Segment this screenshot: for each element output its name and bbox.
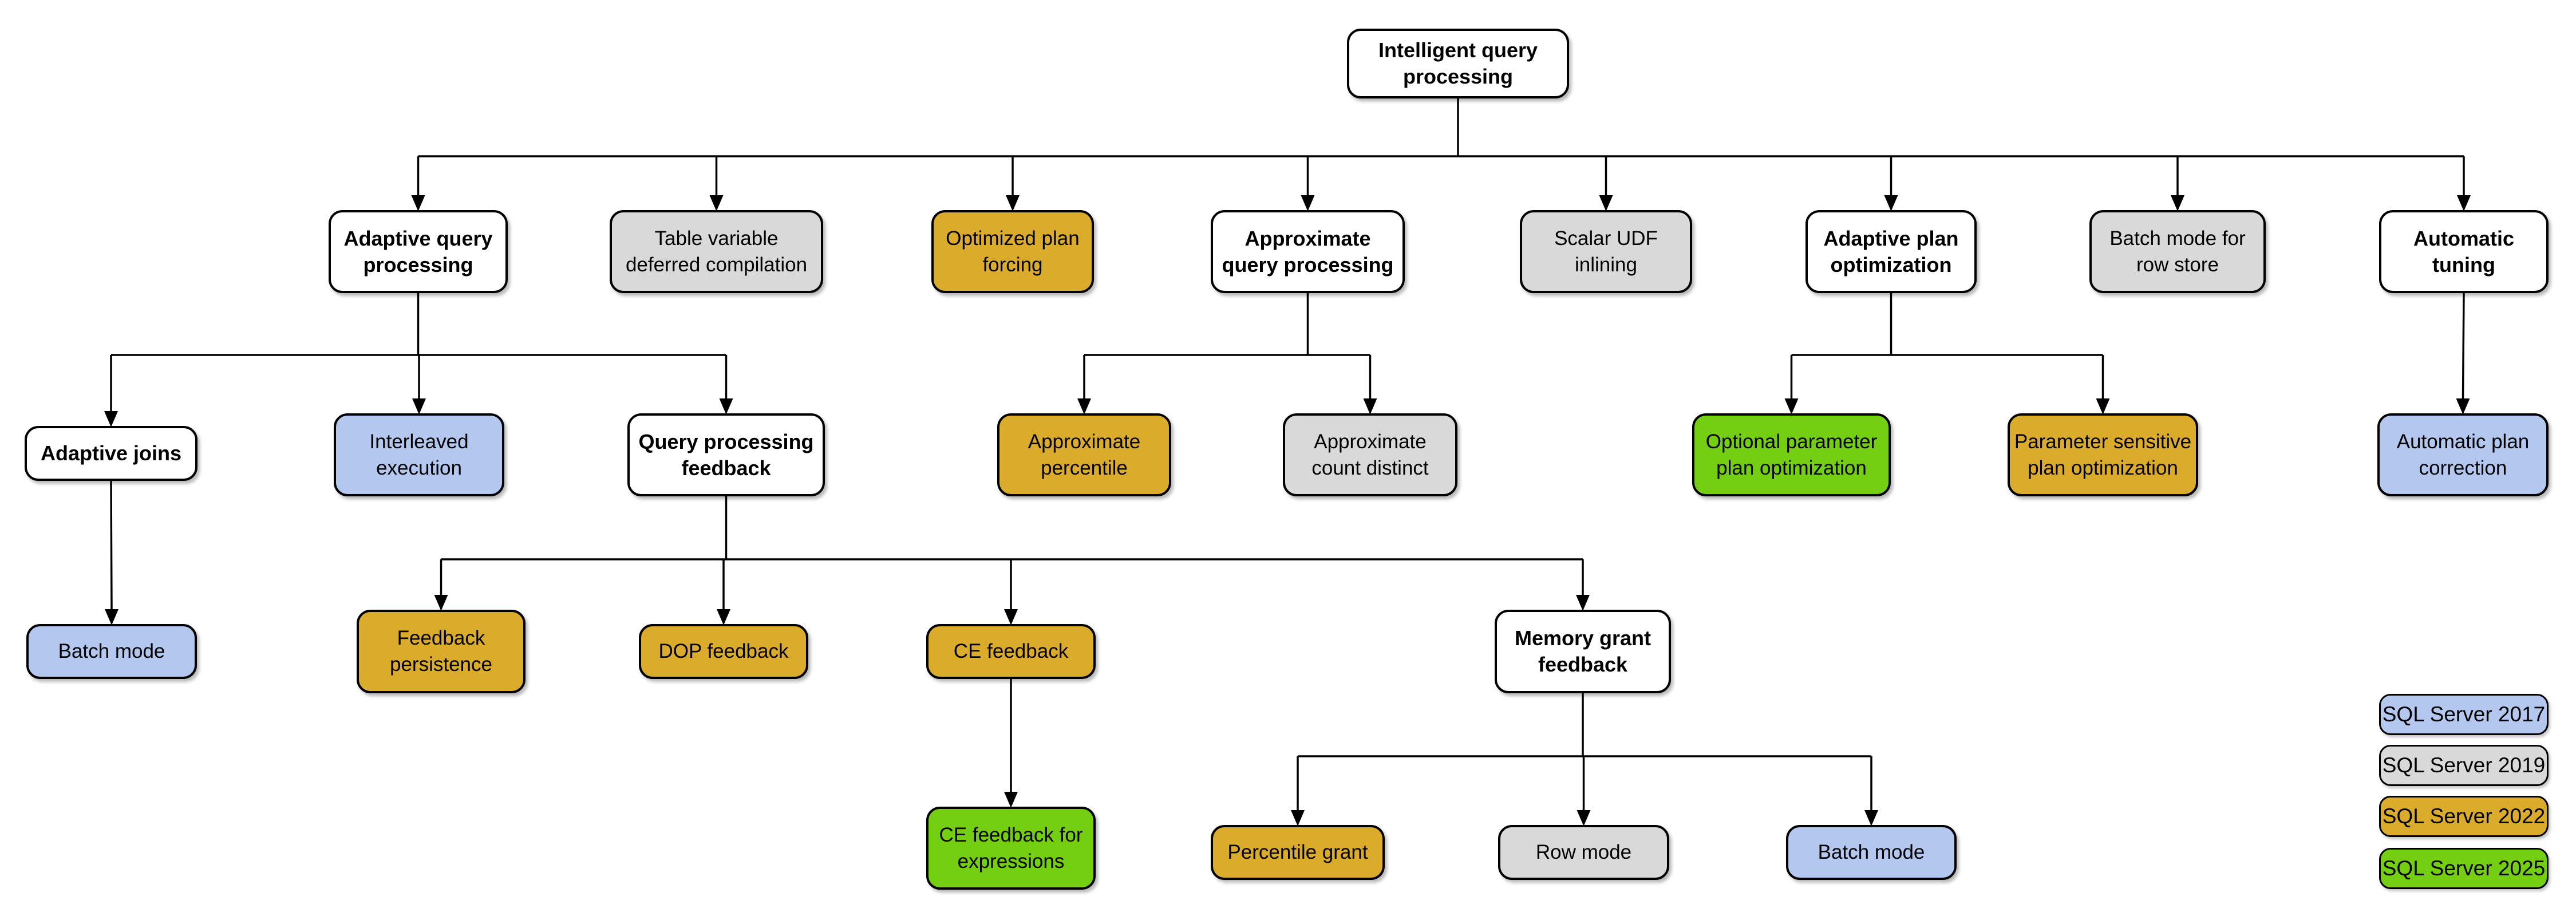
- legend-label: SQL Server 2019: [2382, 753, 2546, 777]
- node-feedback-persistence: Feedback persistence: [357, 610, 526, 693]
- node-scalar-udf-inlining: Scalar UDF inlining: [1520, 210, 1692, 293]
- arrowhead-icon: [1004, 609, 1018, 625]
- node-ce-feedback: CE feedback: [926, 624, 1096, 679]
- node-label: Adaptive query processing: [343, 226, 493, 277]
- node-query-processing-feedback: Query processing feedback: [627, 413, 825, 496]
- legend-label: SQL Server 2017: [2382, 702, 2546, 726]
- connector-line: [2462, 293, 2465, 400]
- arrowhead-icon: [411, 195, 425, 211]
- arrowhead-icon: [719, 398, 733, 414]
- node-parameter-sensitive-plan-optimization: Parameter sensitive plan optimization: [2008, 413, 2198, 496]
- node-label: Adaptive plan optimization: [1823, 226, 1959, 277]
- edge-adaptive-plan-optimization: [1784, 293, 2110, 414]
- node-label: Approximate percentile: [1028, 430, 1141, 479]
- arrowhead-icon: [1884, 195, 1898, 211]
- arrowhead-icon: [434, 595, 448, 611]
- arrowhead-icon: [1784, 398, 1799, 414]
- node-label: Memory grant feedback: [1514, 626, 1652, 676]
- node-memory-grant-feedback: Memory grant feedback: [1495, 610, 1671, 693]
- arrowhead-icon: [1004, 792, 1018, 808]
- node-label: Automatic tuning: [2413, 226, 2514, 277]
- node-label: Row mode: [1535, 841, 1632, 863]
- legend-label: SQL Server 2025: [2382, 856, 2546, 880]
- node-label: DOP feedback: [658, 640, 789, 662]
- arrowhead-icon: [1576, 595, 1590, 611]
- node-optional-parameter-plan-optimization: Optional parameter plan optimization: [1692, 413, 1891, 496]
- node-intelligent-query-processing: Intelligent query processing: [1347, 29, 1569, 98]
- legend-label: SQL Server 2022: [2382, 804, 2546, 828]
- node-label: Optional parameter plan optimization: [1705, 430, 1878, 479]
- node-label: Interleaved execution: [369, 430, 469, 479]
- node-optimized-plan-forcing: Optimized plan forcing: [931, 210, 1094, 293]
- edge-ce-feedback: [1004, 679, 1018, 808]
- edge-intelligent-query-processing: [411, 98, 2471, 211]
- node-adaptive-joins: Adaptive joins: [25, 426, 197, 481]
- node-label: Table variable deferred compilation: [625, 227, 808, 276]
- connector-line: [110, 480, 113, 611]
- node-automatic-tuning: Automatic tuning: [2379, 210, 2549, 293]
- arrowhead-icon: [2456, 398, 2470, 414]
- node-automatic-plan-correction: Automatic plan correction: [2377, 413, 2549, 496]
- node-label: Batch mode: [58, 640, 165, 662]
- arrowhead-icon: [1363, 398, 1377, 414]
- node-interleaved-execution: Interleaved execution: [334, 413, 504, 496]
- node-adaptive-plan-optimization: Adaptive plan optimization: [1805, 210, 1977, 293]
- node-approximate-count-distinct: Approximate count distinct: [1283, 413, 1457, 496]
- node-batch-mode-adaptive-joins: Batch mode: [26, 624, 197, 679]
- edge-adaptive-query-processing: [104, 293, 733, 427]
- node-label: Query processing feedback: [638, 429, 814, 480]
- node-ce-feedback-for-expressions: CE feedback for expressions: [926, 807, 1096, 890]
- node-label: Automatic plan correction: [2396, 430, 2530, 479]
- arrowhead-icon: [709, 195, 724, 211]
- legend-item-sql-server-2017: SQL Server 2017: [2379, 694, 2549, 735]
- arrowhead-icon: [412, 398, 426, 414]
- arrowhead-icon: [1291, 810, 1305, 826]
- edge-approximate-query-processing: [1077, 293, 1377, 414]
- node-label: Approximate query processing: [1222, 226, 1394, 277]
- arrowhead-icon: [2096, 398, 2110, 414]
- node-label: Batch mode: [1818, 841, 1925, 863]
- node-label: Percentile grant: [1227, 841, 1368, 863]
- node-percentile-grant: Percentile grant: [1211, 825, 1385, 880]
- node-label: Batch mode for row store: [2109, 227, 2246, 276]
- arrowhead-icon: [2171, 195, 2184, 211]
- edge-adaptive-joins: [105, 480, 118, 625]
- arrowhead-icon: [2457, 195, 2471, 211]
- node-row-mode: Row mode: [1498, 825, 1669, 880]
- node-label: Scalar UDF inlining: [1554, 227, 1658, 276]
- arrowhead-icon: [1006, 195, 1020, 211]
- node-label: CE feedback for expressions: [939, 823, 1083, 872]
- node-batch-mode-for-row-store: Batch mode for row store: [2089, 210, 2266, 293]
- arrowhead-icon: [104, 411, 118, 427]
- node-approximate-percentile: Approximate percentile: [997, 413, 1171, 496]
- edge-automatic-tuning: [2456, 293, 2470, 414]
- legend-item-sql-server-2022: SQL Server 2022: [2379, 796, 2549, 837]
- node-label: Approximate count distinct: [1311, 430, 1429, 479]
- node-adaptive-query-processing: Adaptive query processing: [329, 210, 508, 293]
- arrowhead-icon: [1599, 195, 1613, 211]
- arrowhead-icon: [1577, 810, 1591, 826]
- node-label: Feedback persistence: [390, 627, 492, 676]
- legend-item-sql-server-2025: SQL Server 2025: [2379, 848, 2549, 889]
- arrowhead-icon: [1864, 810, 1878, 826]
- node-label: Optimized plan forcing: [946, 227, 1080, 276]
- node-dop-feedback: DOP feedback: [639, 624, 808, 679]
- arrowhead-icon: [717, 609, 730, 625]
- legend-item-sql-server-2019: SQL Server 2019: [2379, 745, 2549, 786]
- node-table-variable-deferred-compilation: Table variable deferred compilation: [610, 210, 823, 293]
- node-label: Parameter sensitive plan optimization: [2014, 430, 2192, 479]
- arrowhead-icon: [105, 609, 118, 625]
- node-label: Adaptive joins: [40, 441, 182, 465]
- node-label: CE feedback: [953, 640, 1069, 662]
- node-label: Intelligent query processing: [1378, 38, 1538, 88]
- node-batch-mode-memory-grant: Batch mode: [1786, 825, 1957, 880]
- arrowhead-icon: [1301, 195, 1315, 211]
- arrowhead-icon: [1077, 398, 1091, 414]
- edge-query-processing-feedback: [434, 496, 1590, 625]
- node-approximate-query-processing: Approximate query processing: [1211, 210, 1405, 293]
- edge-memory-grant-feedback: [1291, 693, 1878, 826]
